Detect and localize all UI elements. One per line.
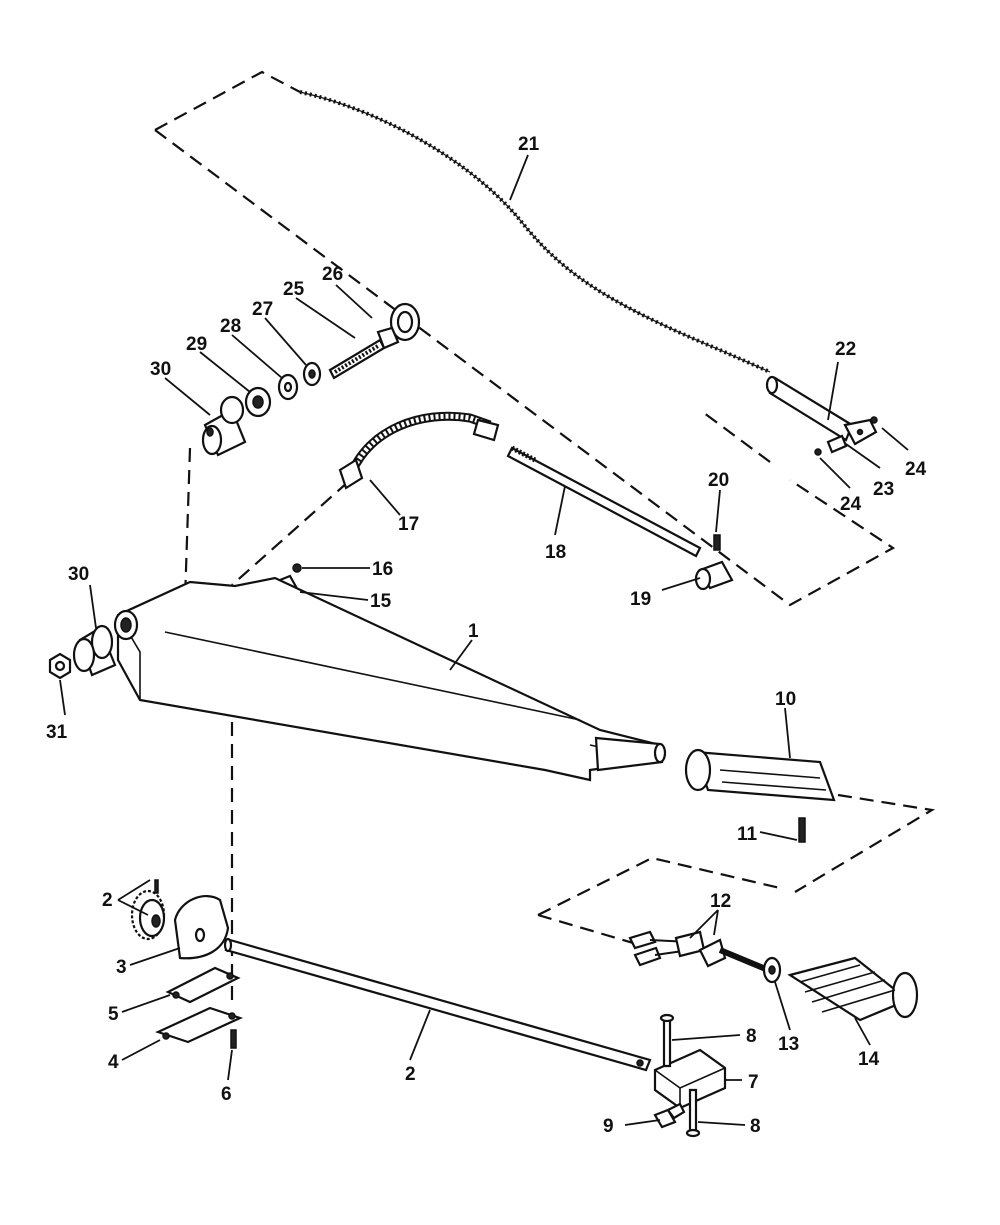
nut-31 [48,652,72,680]
bolt-25 [328,326,400,380]
callout-6: 6 [221,1084,232,1105]
callout-3: 3 [116,957,127,978]
callout-8-upper: 8 [746,1026,757,1047]
assembly-boundary-lines [154,70,936,1000]
cable-end-fitting-22 [765,375,878,446]
tiller-handle-1 [113,576,667,782]
plate-5 [165,966,241,1004]
screw-6 [230,1029,237,1049]
bushing-30-upper [201,395,247,457]
screw-11 [798,817,806,843]
grip-sleeve-10 [684,748,836,802]
callout-28: 28 [220,316,241,337]
callout-23: 23 [873,479,894,500]
callout-14: 14 [858,1049,880,1070]
callout-22: 22 [835,339,856,360]
callout-21: 21 [518,134,540,155]
callout-29: 29 [186,334,207,355]
cable-alignment-line [231,481,349,586]
callout-7: 7 [748,1072,759,1093]
callout-13: 13 [778,1034,799,1055]
callout-1: 1 [468,621,479,642]
callout-9: 9 [603,1116,614,1137]
callout-16: 16 [372,559,393,580]
callout-27: 27 [252,299,273,320]
shaft-2 [223,937,652,1072]
grip-group-boundary [794,793,936,893]
callout-15: 15 [370,591,392,612]
callout-19: 19 [630,589,651,610]
set-screw-20 [713,534,721,551]
leader-lines [59,154,909,1126]
screw-16 [292,563,302,573]
callout-12: 12 [710,891,731,912]
clevis-pin-23 [826,434,848,454]
plate-4 [155,1006,243,1044]
shift-cable-21 [299,90,771,374]
screw-8-lower [685,1088,701,1138]
flex-cable-17 [338,411,500,490]
callout-30-upper: 30 [150,359,171,380]
washer-27 [302,361,322,387]
callout-2-shaft: 2 [405,1064,416,1085]
callout-8-lower: 8 [750,1116,761,1137]
grip-14 [787,956,919,1022]
callout-2-gear: 2 [102,890,113,911]
wing-nut-9 [653,1102,686,1129]
callout-30-lower: 30 [68,564,89,585]
callout-20: 20 [708,470,729,491]
wiring-group-boundary [537,856,781,947]
bushing-30-lower [72,624,117,677]
callout-25: 25 [283,279,305,300]
bushing-alignment-line [183,447,192,601]
wiring-connectors-12 [628,930,770,973]
bushing-29 [244,386,272,418]
screw-8-upper [659,1013,675,1068]
washer-28 [277,373,299,401]
callout-18: 18 [545,542,566,563]
callout-5: 5 [108,1004,119,1025]
callout-31: 31 [46,722,68,743]
callout-11: 11 [737,824,758,845]
clamp-block-7 [653,1048,727,1110]
cam-3 [173,895,230,960]
cotter-pin-24 [814,416,878,456]
callout-10: 10 [775,689,796,710]
bushing-13 [762,956,782,984]
callout-26: 26 [322,264,343,285]
callout-24-left: 24 [840,494,862,515]
callout-labels: 21 22 24 23 24 26 25 27 28 29 30 17 18 2… [46,134,927,1137]
rod-18 [506,445,702,558]
seal-26 [389,302,421,342]
callout-24-right: 24 [905,459,927,480]
callout-17: 17 [398,514,419,535]
block-19 [694,560,734,591]
callout-4: 4 [108,1052,119,1073]
